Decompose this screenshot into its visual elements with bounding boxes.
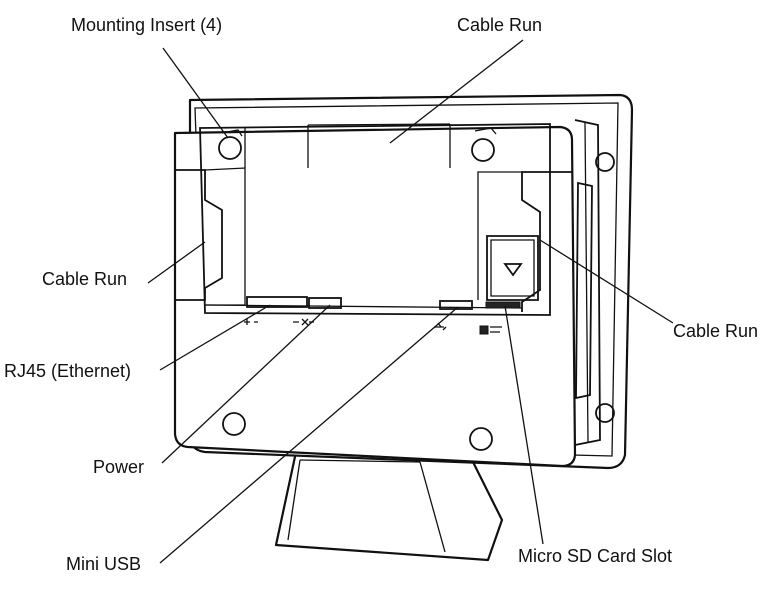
micro-sd-cover xyxy=(486,235,539,301)
power-port xyxy=(308,297,342,309)
eject-arrow-icon xyxy=(503,263,523,277)
side-screw-bottom xyxy=(595,403,615,423)
port-strip xyxy=(244,296,521,335)
leader-mini-usb xyxy=(159,306,459,564)
leader-lines xyxy=(147,39,674,564)
label-mounting-insert: Mounting Insert (4) xyxy=(71,15,223,35)
label-mini-usb: Mini USB xyxy=(66,554,142,574)
mounting-insert-bottom-left xyxy=(222,412,246,436)
label-power: Power xyxy=(93,457,145,477)
label-cable-run-top: Cable Run xyxy=(457,15,543,35)
mounting-inserts xyxy=(218,127,497,451)
leader-micro-sd xyxy=(504,305,544,545)
mounting-insert-top-right xyxy=(471,138,495,162)
ethernet-icon xyxy=(244,319,258,325)
label-cable-run-left: Cable Run xyxy=(42,269,128,289)
back-plate xyxy=(173,123,577,468)
rj45-port xyxy=(246,296,308,308)
leader-cable-run-left xyxy=(147,241,206,284)
device-stand xyxy=(274,450,504,562)
leader-cable-run-top xyxy=(389,39,524,144)
side-screw-top xyxy=(595,152,615,172)
leader-power xyxy=(161,304,331,464)
leader-mounting-insert xyxy=(162,47,229,139)
leader-rj45 xyxy=(159,304,271,371)
micro-sd-logo-icon xyxy=(479,325,502,335)
label-cable-run-right: Cable Run xyxy=(673,321,759,341)
mounting-insert-top-left xyxy=(218,136,242,160)
micro-sd-slot xyxy=(485,301,521,309)
mounting-insert-bottom-right xyxy=(469,427,493,451)
label-micro-sd: Micro SD Card Slot xyxy=(518,546,673,566)
leader-cable-run-right xyxy=(539,239,674,324)
label-rj45: RJ45 (Ethernet) xyxy=(4,361,132,381)
power-plug-icon xyxy=(293,318,314,326)
